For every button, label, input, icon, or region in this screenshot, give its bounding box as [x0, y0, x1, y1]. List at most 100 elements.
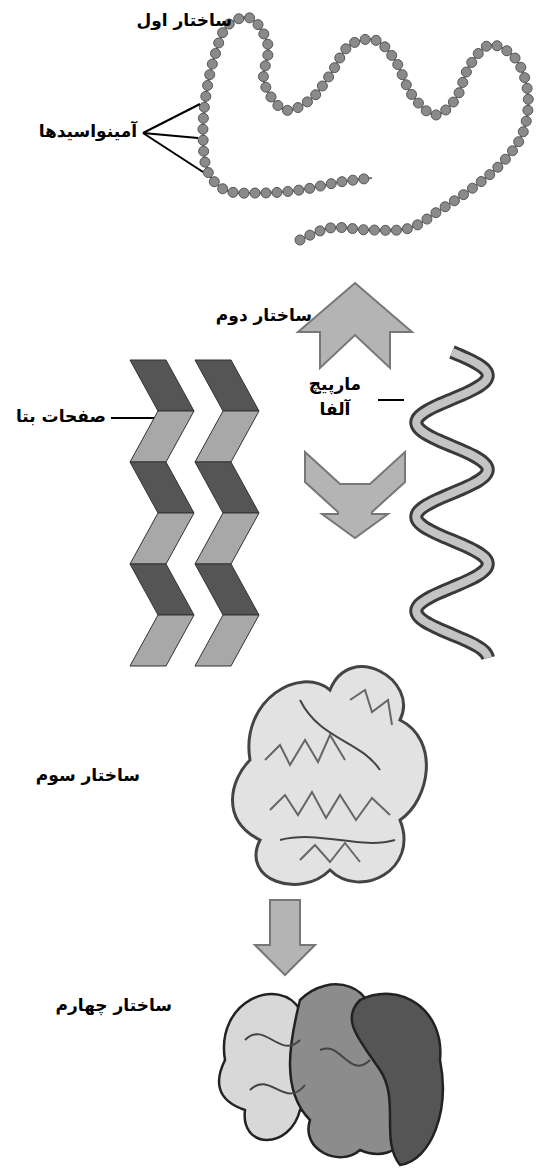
structure-title: ساختار چهارم [56, 993, 173, 1018]
amino-acid-bead [253, 20, 263, 30]
amino-acid-bead [199, 102, 209, 112]
amino-acid-bead [261, 188, 271, 198]
amino-acid-bead [263, 50, 273, 60]
beta-strand [130, 564, 194, 615]
amino-acid-bead [510, 53, 520, 63]
amino-acid-bead [283, 186, 293, 196]
amino-acid-bead [317, 81, 327, 91]
amino-acid-bead [449, 196, 459, 206]
amino-acid-bead [359, 174, 369, 184]
helix-ribbon [416, 352, 488, 658]
amino-acid-bead [260, 61, 270, 71]
beta-strand [130, 462, 194, 513]
amino-acid-bead [521, 116, 531, 126]
amino-acid-bead [500, 154, 510, 164]
beta-strand [195, 411, 259, 462]
tertiary-structure [233, 667, 427, 885]
amino-acid-bead [467, 57, 477, 67]
part-label: آمینواسیدها [39, 119, 137, 144]
amino-acid-bead [305, 230, 315, 240]
amino-acid-chain [198, 13, 533, 245]
amino-acid-bead [522, 83, 532, 93]
amino-acid-bead [302, 97, 312, 107]
amino-acid-bead [210, 48, 220, 58]
amino-acid-bead [203, 80, 213, 90]
structure-title: ساختار دوم [216, 303, 312, 328]
chain-backbone [203, 17, 528, 240]
quaternary-structure [219, 984, 443, 1165]
amino-acid-bead [326, 223, 336, 233]
amino-acid-bead [330, 63, 340, 73]
leader-line [143, 104, 200, 133]
amino-acid-bead [199, 146, 209, 156]
amino-acid-bead [380, 42, 390, 52]
amino-acid-bead [234, 14, 244, 24]
amino-acid-bead [348, 224, 358, 234]
part-label: مارپیچ آلفا [296, 372, 374, 421]
amino-acid-bead [485, 170, 495, 180]
beta-strand [130, 360, 194, 411]
beta-strand [195, 615, 259, 666]
amino-acid-bead [201, 91, 211, 101]
amino-acid-bead [198, 113, 208, 123]
beta-strand [195, 462, 259, 513]
amino-acid-bead [311, 90, 321, 100]
amino-acid-bead [294, 185, 304, 195]
beta-sheets [130, 360, 259, 666]
beta-strand [130, 411, 194, 462]
amino-acid-bead [305, 183, 315, 193]
amino-acid-bead [272, 187, 282, 197]
beta-strand [195, 564, 259, 615]
amino-acid-bead [431, 208, 441, 218]
amino-acid-bead [250, 188, 260, 198]
amino-acid-bead [481, 41, 491, 51]
amino-acid-bead [397, 70, 407, 80]
amino-acid-bead [295, 235, 305, 245]
amino-acid-bead [358, 225, 368, 235]
leader-lines [111, 104, 404, 418]
amino-acid-bead [523, 94, 533, 104]
amino-acid-bead [228, 187, 238, 197]
amino-acid-bead [259, 29, 269, 39]
amino-acid-bead [341, 44, 351, 54]
amino-acid-bead [492, 41, 502, 51]
amino-acid-bead [263, 39, 273, 49]
amino-acid-bead [205, 70, 215, 80]
amino-acid-bead [422, 214, 432, 224]
amino-acid-bead [413, 220, 423, 230]
amino-acid-bead [350, 37, 360, 47]
amino-acid-bead [266, 92, 276, 102]
beta-strand [130, 615, 194, 666]
amino-acid-bead [459, 190, 469, 200]
amino-acid-bead [387, 50, 397, 60]
beta-strand [130, 513, 194, 564]
amino-acid-bead [461, 67, 471, 77]
amino-acid-bead [421, 106, 431, 116]
structure-title: ساختار سوم [36, 763, 140, 788]
amino-acid-bead [203, 168, 213, 178]
amino-acid-bead [431, 110, 441, 120]
amino-acid-bead [360, 34, 370, 44]
amino-acid-bead [326, 179, 336, 189]
amino-acid-bead [518, 127, 528, 137]
amino-acid-bead [209, 177, 219, 187]
amino-acid-bead [337, 223, 347, 233]
amino-acid-bead [454, 88, 464, 98]
amino-acid-bead [315, 181, 325, 191]
down-arrow [255, 900, 315, 975]
beta-strand [195, 513, 259, 564]
helix-edge [416, 352, 488, 658]
amino-acid-bead [239, 188, 249, 198]
amino-acid-bead [337, 177, 347, 187]
amino-acid-bead [413, 98, 423, 108]
amino-acid-bead [200, 157, 210, 167]
amino-acid-bead [407, 89, 417, 99]
amino-acid-bead [402, 224, 412, 234]
leader-line [378, 399, 404, 401]
amino-acid-bead [473, 49, 483, 59]
amino-acid-bead [514, 137, 524, 147]
amino-acid-bead [493, 162, 503, 172]
amino-acid-bead [441, 105, 451, 115]
amino-acid-bead [476, 177, 486, 187]
amino-acid-bead [507, 146, 517, 156]
